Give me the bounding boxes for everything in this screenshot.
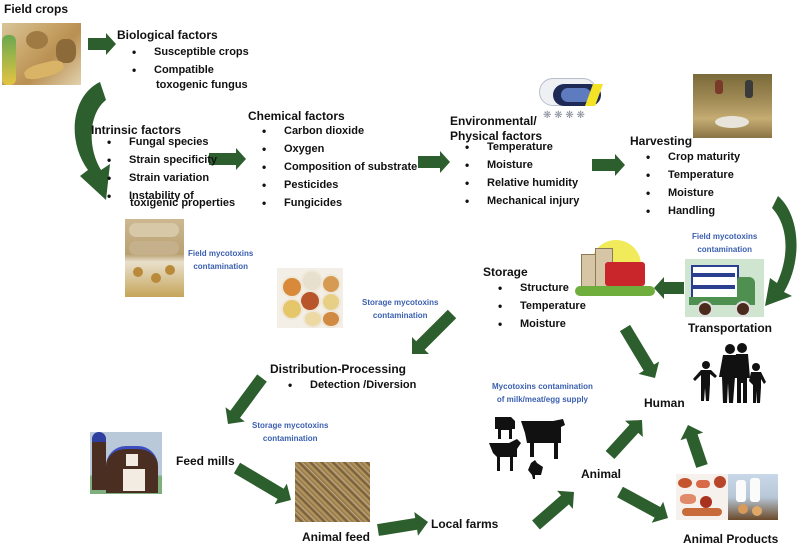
storage-contamination-note-low: Storage mycotoxins contamination [252, 419, 328, 445]
list-item: Moisture [455, 156, 579, 174]
list-item: Instability of [97, 187, 217, 205]
list-item: Detection /Diversion [278, 376, 416, 394]
livestock-silhouettes [489, 417, 565, 479]
arrow-distribution-to-feedmills [225, 374, 267, 424]
storm-cloud-icon: ❋ ❋ ❋ ❋ [533, 70, 613, 125]
human-title: Human [644, 396, 685, 410]
arrow-storage-to-human [619, 324, 660, 378]
biological-factors-title: Biological factors [117, 28, 218, 42]
list-item: Compatible [122, 61, 249, 79]
list-item: Strain variation [97, 169, 217, 187]
intrinsic-factors-list: Fungal species Strain specificity Strain… [97, 133, 217, 205]
arrow-transport-to-storage [654, 277, 684, 299]
arrow-storage-to-distribution [412, 309, 457, 354]
arrow-feedmills-to-animalfeed [233, 462, 291, 505]
list-item: Fungicides [252, 194, 417, 212]
distribution-processing-list: Detection /Diversion [278, 376, 416, 394]
note-line: Mycotoxins contamination [492, 382, 593, 391]
list-item: Strain specificity [97, 151, 217, 169]
arrow-environmental-to-harvesting [592, 154, 625, 176]
family-silhouette [693, 343, 766, 403]
arrow-chemical-to-environmental [418, 151, 450, 173]
list-item: Fungal species [97, 133, 217, 151]
arrow-products-to-human [680, 425, 708, 468]
chemical-factors-list: Carbon dioxide Oxygen Composition of sub… [252, 122, 417, 212]
list-item: Oxygen [252, 140, 417, 158]
animal-title: Animal [581, 467, 622, 481]
harvest-field-photo [693, 74, 772, 138]
arrow-animalfeed-to-localfarms [377, 512, 428, 536]
title-line: Environmental/ [450, 114, 537, 128]
arrow-animal-to-products [617, 486, 668, 523]
barn-icon [90, 432, 162, 494]
note-line: contamination [372, 311, 428, 320]
storage-list: Structure Temperature Moisture [488, 279, 586, 333]
note-line: contamination [262, 434, 318, 443]
truck-icon [685, 259, 764, 317]
arrow-localfarms-to-animal [532, 490, 574, 530]
list-item: Carbon dioxide [252, 122, 417, 140]
list-item: Mechanical injury [455, 192, 579, 210]
field-crops-title: Field crops [4, 2, 69, 16]
environmental-factors-list: Temperature Moisture Relative humidity M… [455, 138, 579, 210]
moldy-corn-photo [125, 219, 184, 297]
note-line: Storage mycotoxins [252, 421, 329, 430]
list-item: Moisture [488, 315, 586, 333]
arrow-animal-to-human [605, 420, 643, 459]
harvesting-list: Crop maturity Temperature Moisture Handl… [636, 148, 740, 220]
animal-products-photo [676, 474, 778, 520]
note-line: Storage mycotoxins [362, 298, 439, 307]
local-farms-title: Local farms [431, 517, 499, 531]
animal-feed-photo [295, 462, 370, 522]
list-item: Moisture [636, 184, 740, 202]
distribution-processing-title: Distribution-Processing [270, 362, 407, 376]
list-item: Susceptible crops [122, 43, 249, 61]
list-item: Temperature [636, 166, 740, 184]
storage-farm-icon [575, 240, 657, 298]
note-line: Field mycotoxins [692, 232, 758, 241]
storage-contamination-note-mid: Storage mycotoxins contamination [362, 296, 438, 322]
grain-sacks-photo [277, 268, 343, 328]
list-item: Temperature [488, 297, 586, 315]
field-contamination-note-right: Field mycotoxins contamination [692, 230, 757, 256]
list-item: Relative humidity [455, 174, 579, 192]
list-item: Temperature [455, 138, 579, 156]
biological-factors-list: Susceptible crops Compatible [122, 43, 249, 79]
list-item: Crop maturity [636, 148, 740, 166]
list-item: Structure [488, 279, 586, 297]
note-line: Field mycotoxins [188, 249, 254, 258]
note-line: contamination [697, 245, 753, 254]
field-crops-photo [2, 23, 81, 85]
note-line: of milk/meat/egg supply [496, 395, 589, 404]
list-item: Pesticides [252, 176, 417, 194]
list-item-continuation: toxigenic properties [130, 197, 236, 209]
supply-contamination-note: Mycotoxins contamination of milk/meat/eg… [492, 380, 593, 406]
arrow-crops-to-biological [88, 33, 116, 55]
transportation-title: Transportation [688, 321, 773, 335]
storage-title: Storage [483, 265, 528, 279]
list-item: Composition of substrate [252, 158, 417, 176]
curved-arrow-harvesting-to-transport [765, 196, 797, 306]
arrow-intrinsic-to-chemical [209, 148, 246, 170]
harvesting-title: Harvesting [630, 134, 693, 148]
note-line: contamination [193, 262, 249, 271]
field-contamination-note-left: Field mycotoxins contamination [188, 247, 253, 273]
list-item: Handling [636, 202, 740, 220]
list-item-continuation: toxogenic fungus [156, 79, 248, 91]
animal-feed-title: Animal feed [302, 530, 371, 544]
feed-mills-title: Feed mills [176, 454, 235, 468]
animal-products-title: Animal Products [683, 532, 779, 546]
chemical-factors-title: Chemical factors [248, 109, 345, 123]
